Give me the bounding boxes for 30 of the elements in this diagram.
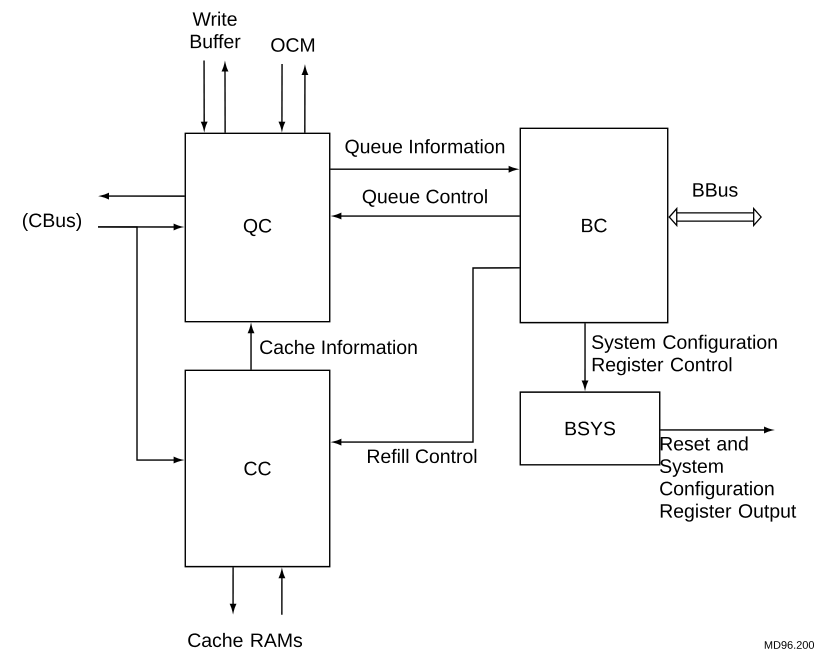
arrow	[278, 64, 285, 130]
figure-id: MD96.200	[764, 641, 814, 649]
edge-label: System Configuration Register Control	[592, 334, 777, 376]
port-label: (CBus)	[23, 212, 82, 232]
edge-label: Queue Control	[362, 189, 487, 207]
arrow	[660, 426, 772, 434]
process-box: CC	[184, 370, 330, 568]
edge-label: Queue Information	[345, 139, 504, 157]
arrow	[333, 267, 520, 446]
process-box: BC	[520, 128, 668, 324]
port-label: OCM	[271, 38, 314, 52]
edge-label: Refill Control	[368, 448, 476, 464]
edge-label: Reset and System Configuration Register Output	[660, 436, 796, 522]
arrow	[100, 193, 185, 200]
arrow	[230, 567, 236, 612]
port-label: Write Buffer	[190, 12, 240, 48]
arrow	[98, 226, 182, 464]
arrow	[330, 166, 517, 172]
port-label: Cache RAMs	[188, 632, 302, 648]
arrow	[582, 323, 588, 389]
process-box: QC	[184, 132, 330, 322]
arrow	[302, 66, 308, 133]
edge-label: BBus	[693, 183, 738, 197]
arrow	[222, 63, 228, 133]
arrow	[333, 212, 520, 220]
arrow	[248, 325, 254, 370]
process-box: BSYS	[520, 391, 660, 466]
arrow	[278, 570, 285, 615]
arrow	[201, 60, 208, 130]
edge-label: Cache Information	[260, 340, 417, 354]
